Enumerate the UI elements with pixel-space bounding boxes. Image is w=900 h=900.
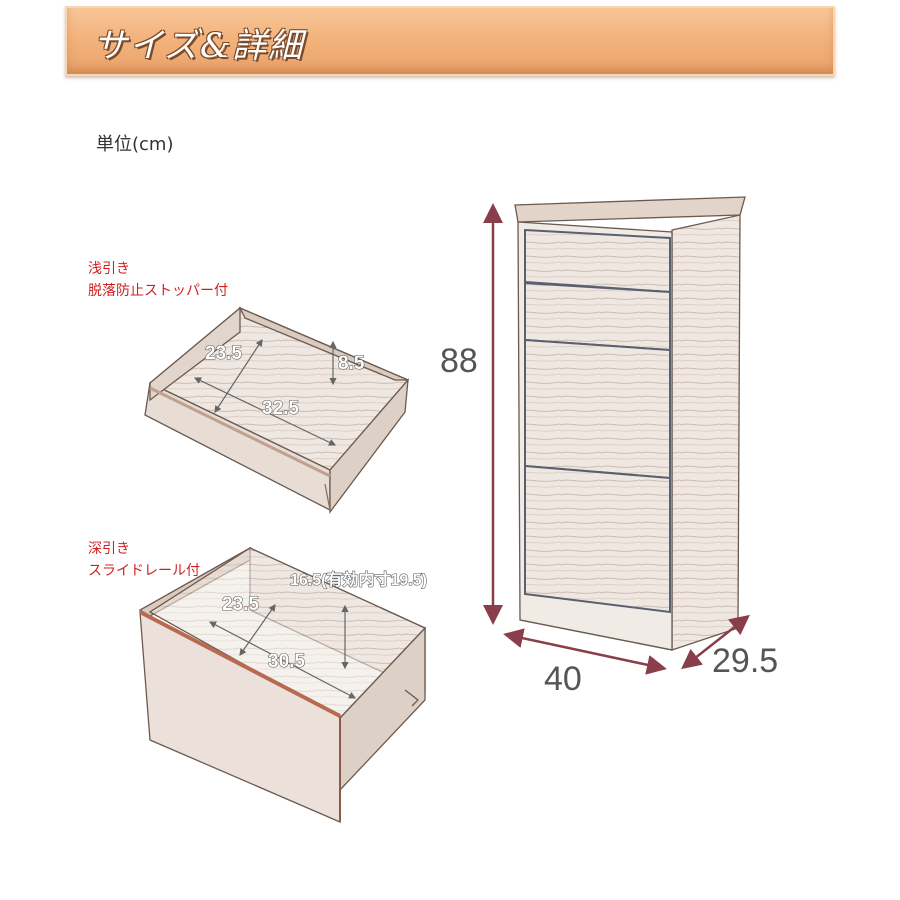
cabinet-height-label: 88: [440, 342, 478, 380]
shallow-note-line1: 浅引き: [88, 261, 130, 277]
cabinet-illustration: [514, 196, 746, 651]
deep-drawer-note: 深引き スライドレール付: [88, 538, 200, 582]
shallow-width-label: 32.5: [262, 398, 299, 419]
deep-note-line2: スライドレール付: [88, 563, 200, 579]
deep-drawer-illustration: [138, 546, 427, 823]
shallow-note-line2: 脱落防止ストッパー付: [88, 283, 228, 299]
cabinet-dimensions: [483, 203, 750, 675]
shallow-drawer-dimensions: [193, 338, 337, 446]
unit-label: 単位(cm): [96, 134, 174, 155]
deep-width-label: 30.5: [268, 651, 305, 672]
shallow-depth-label: 23.5: [205, 343, 242, 364]
section-banner: サイズ&詳細: [65, 6, 835, 76]
shallow-drawer-note: 浅引き 脱落防止ストッパー付: [88, 258, 228, 302]
shallow-height-label: 8.5: [338, 353, 365, 374]
deep-drawer-dimensions: [208, 604, 357, 699]
deep-height-label: 16.5(有効内寸19.5): [290, 570, 427, 589]
cabinet-depth-label: 29.5: [712, 642, 778, 680]
cabinet-width-label: 40: [544, 660, 582, 698]
deep-note-line1: 深引き: [88, 541, 130, 557]
deep-depth-label: 23.5: [222, 594, 259, 615]
banner-title: サイズ&詳細: [93, 26, 305, 66]
